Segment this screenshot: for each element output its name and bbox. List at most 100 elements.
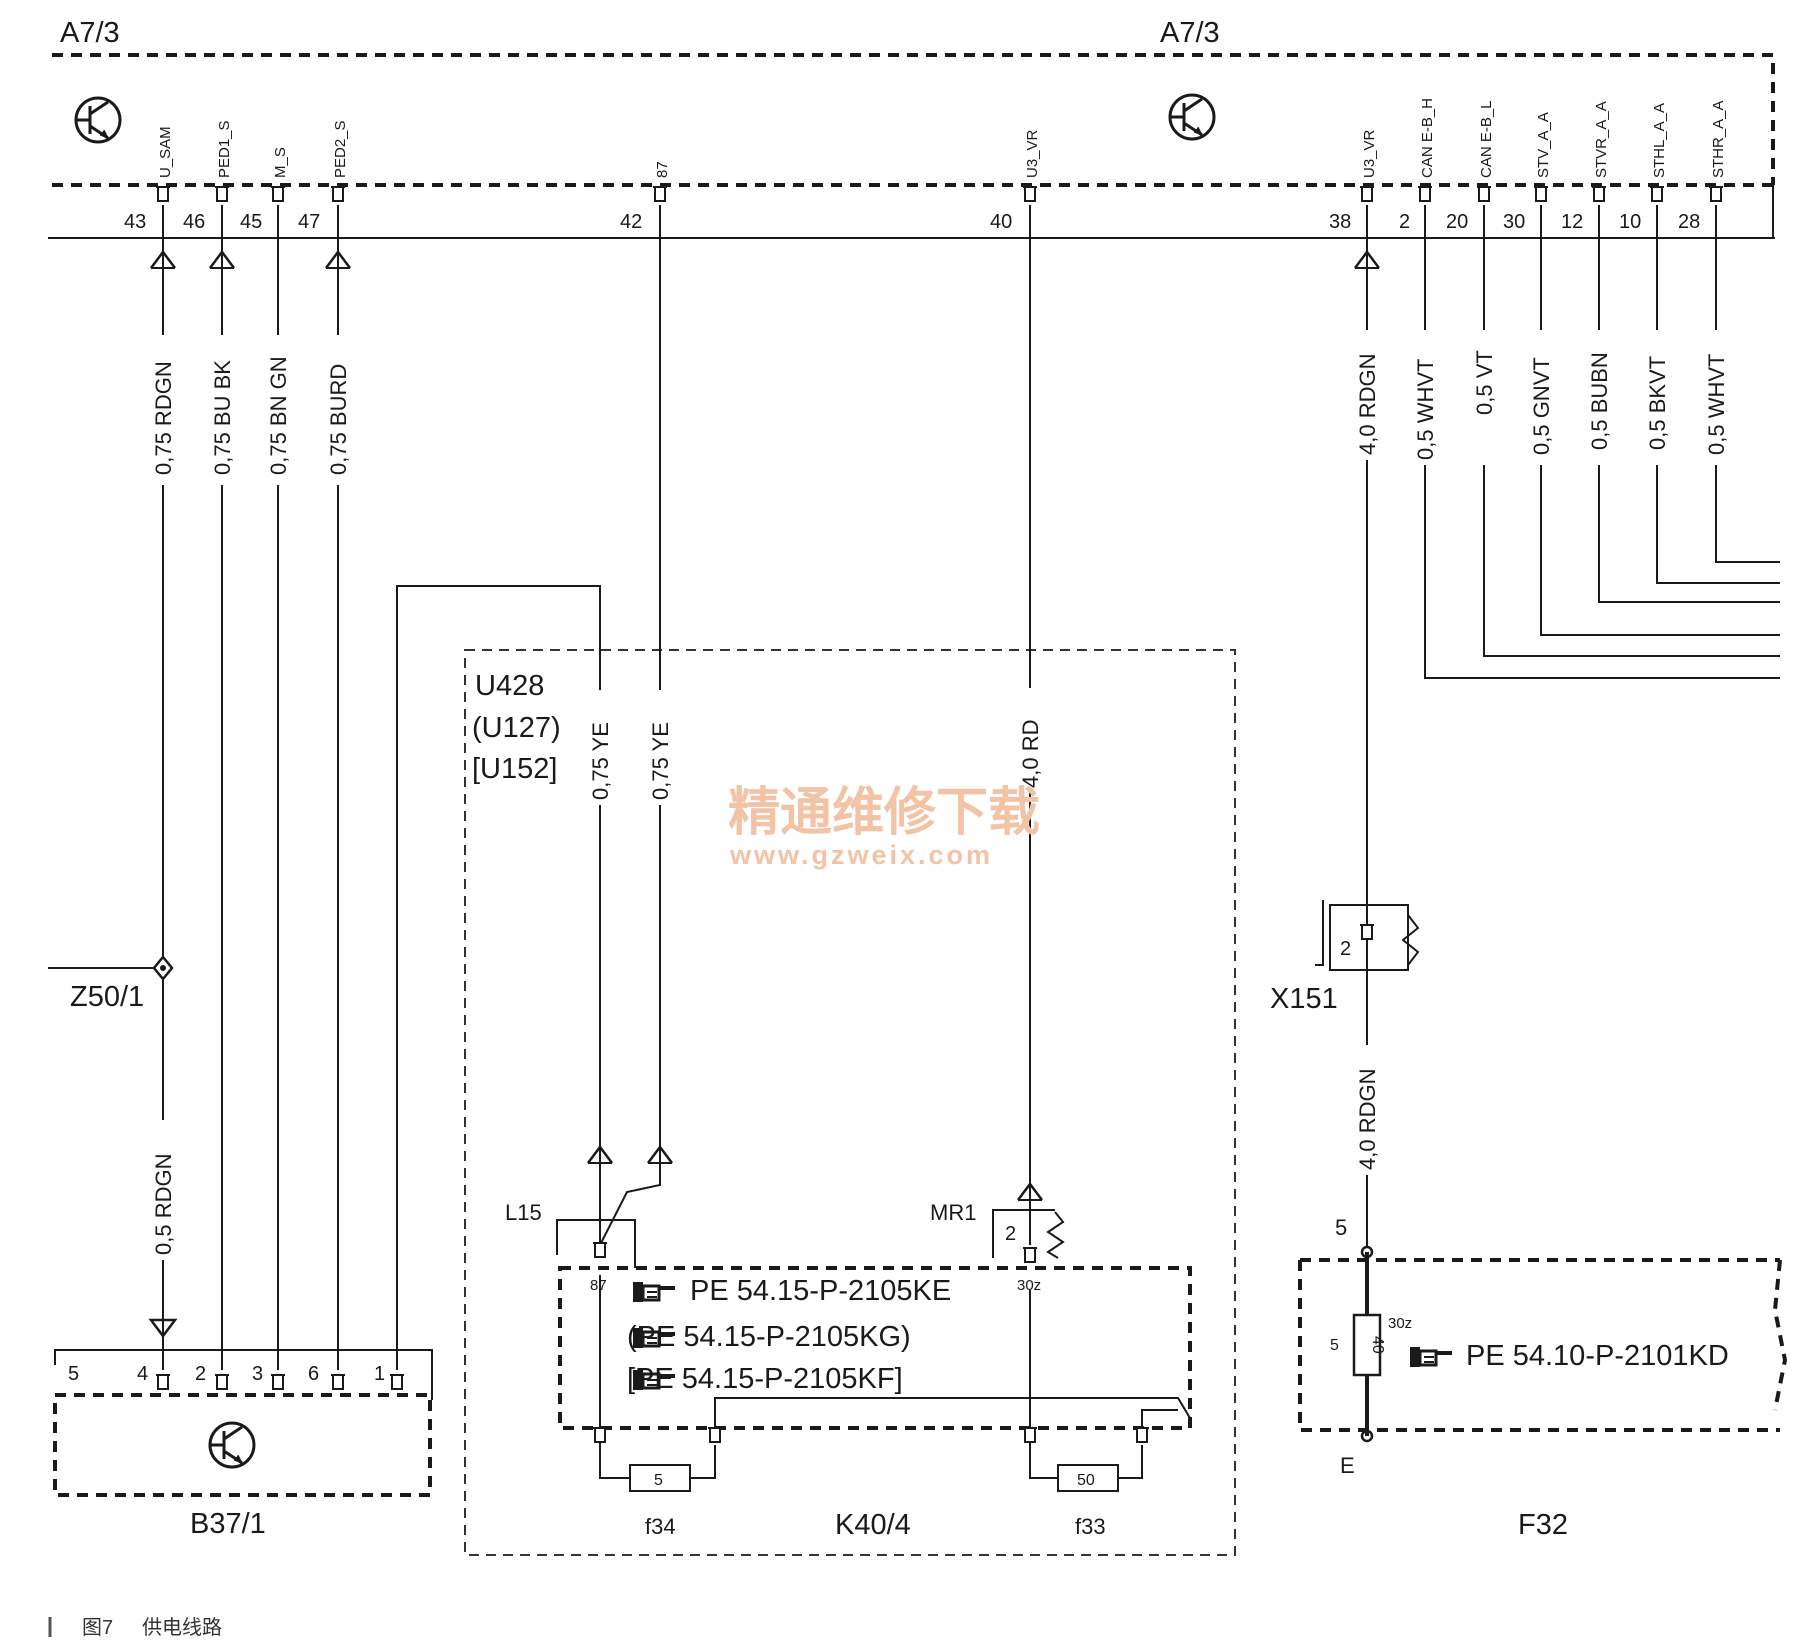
b37-transistor-icon	[208, 1421, 256, 1469]
ecu-pin-12: STHL_A_A 10	[1619, 103, 1668, 233]
hand-pointer-icon	[631, 1280, 677, 1304]
arrow-terminal	[149, 1318, 177, 1338]
l15-label: L15	[505, 1200, 542, 1225]
ecu-transistor-icon-left	[74, 96, 122, 144]
ecu-pin-number: 45	[240, 211, 262, 233]
wire-label: 0,5 WHVT	[1413, 359, 1438, 460]
b37-pin: 4	[137, 1363, 148, 1385]
wire-label: 4,0 RD	[1018, 720, 1043, 788]
arrow-terminal	[149, 250, 177, 270]
u428-line: [U152]	[472, 753, 557, 785]
u428-wires: 0,75 YE 0,75 YE 4,0 RD	[586, 205, 1045, 1246]
ecu-a7-3: A7/3 A7/3	[48, 17, 1775, 239]
ecu-pin-7: U3_VR 38	[1329, 129, 1378, 233]
wire-label: 0,5 VT	[1472, 350, 1497, 415]
fuse-f34-value: 5	[654, 1472, 663, 1489]
b37-label: B37/1	[190, 1508, 266, 1540]
ecu-pin-number: 38	[1329, 211, 1351, 233]
b37-pin: 6	[308, 1363, 319, 1385]
ecu-pin-signal: PED1_S	[216, 120, 233, 178]
module-u428: U428 (U127) [U152]	[464, 649, 1236, 1556]
ecu-pins: U_SAM 43 PED1_S 46 M_S 45 PED2_S 47 87 4…	[124, 98, 1727, 233]
relay-ref: PE 54.15-P-2105KE	[690, 1275, 951, 1307]
arrow-terminal	[646, 1145, 674, 1165]
f32-rating: 40	[1369, 1336, 1386, 1354]
f32-ref: PE 54.10-P-2101KD	[1466, 1340, 1729, 1372]
ecu-pin-signal: U3_VR	[1024, 129, 1041, 178]
left-wires: 0,75 RDGN 0,75 BU BK 0,75 BN GN 0,75 BUR…	[48, 205, 601, 1370]
wire-label: 0,5 BKVT	[1645, 356, 1670, 450]
wire-label: 0,5 GNVT	[1529, 357, 1554, 455]
wire-label: 0,75 BU BK	[210, 360, 235, 475]
arrow-terminal	[208, 250, 236, 270]
x151-label: X151	[1270, 983, 1338, 1015]
ecu-pin-signal: STHR_A_A	[1710, 100, 1727, 178]
wire-label: 0,75 RDGN	[151, 361, 176, 475]
connector-x151: 2 X151 4,0 RDGN	[1270, 900, 1420, 1175]
wire-label: 0,75 BURD	[326, 364, 351, 475]
u428-line: (U127)	[472, 712, 561, 744]
b37-pin: 3	[252, 1363, 263, 1385]
ecu-label-left: A7/3	[60, 17, 120, 49]
wire-label: 0,75 BN GN	[266, 356, 291, 475]
u428-line: U428	[475, 670, 544, 702]
arrow-terminal	[1353, 250, 1381, 270]
relay-ref: [PE 54.15-P-2105KF]	[627, 1363, 903, 1395]
ecu-pin-number: 20	[1446, 211, 1468, 233]
ecu-pin-9: CAN E-B_L 20	[1446, 100, 1495, 233]
ecu-pin-number: 47	[298, 211, 320, 233]
wire-label: 0,5 BUBN	[1587, 352, 1612, 450]
fuse-f34-label: f34	[645, 1514, 676, 1539]
f32-pin30z: 30z	[1388, 1315, 1412, 1332]
ecu-pin-signal: CAN E-B_H	[1419, 98, 1436, 178]
ecu-pin-number: 42	[620, 211, 642, 233]
ecu-pin-10: STV_A_A 30	[1503, 112, 1552, 233]
ecu-pin-number: 12	[1561, 211, 1583, 233]
ecu-pin-11: STVR_A_A 12	[1561, 101, 1610, 233]
b37-pin: 1	[374, 1363, 385, 1385]
fuse-f32-icon	[1352, 1313, 1382, 1377]
f32-pin-top: 5	[1335, 1215, 1347, 1240]
caption-title: 供电线路	[142, 1616, 222, 1639]
k40-label: K40/4	[835, 1509, 911, 1541]
x151-pin: 2	[1340, 938, 1351, 960]
ecu-pin-5: 87 42	[620, 161, 671, 233]
fuse-f33-value: 50	[1077, 1472, 1095, 1489]
ecu-pin-2: PED1_S 46	[183, 120, 233, 233]
f32-side-pin: 5	[1330, 1337, 1339, 1354]
ecu-pin-8: CAN E-B_H 2	[1399, 98, 1436, 233]
ecu-label-right: A7/3	[1160, 17, 1220, 49]
fuse-f33-icon	[1057, 1464, 1119, 1492]
ecu-pin-number: 40	[990, 211, 1012, 233]
ecu-transistor-icon-right	[1168, 93, 1216, 141]
fuse-f33-label: f33	[1075, 1514, 1106, 1539]
watermark: 精通维修下载 www.gzweix.com	[728, 784, 1040, 870]
ecu-pin-signal: STVR_A_A	[1593, 101, 1610, 178]
ecu-pin-signal: PED2_S	[332, 120, 349, 178]
figure-caption: 图7 供电线路	[48, 1616, 222, 1639]
ecu-pin-number: 2	[1399, 211, 1410, 233]
wire-label: 0,75 YE	[588, 722, 613, 800]
ecu-pin-number: 46	[183, 211, 205, 233]
arrow-terminal	[586, 1145, 614, 1165]
ecu-pin-number: 10	[1619, 211, 1641, 233]
ecu-pin-signal: CAN E-B_L	[1478, 100, 1495, 178]
ecu-pin-signal: STHL_A_A	[1651, 103, 1668, 178]
b37-pin: 2	[195, 1363, 206, 1385]
ecu-pin-signal: U3_VR	[1361, 129, 1378, 178]
ecu-pin-signal: 87	[654, 161, 671, 178]
ecu-pin-signal: STV_A_A	[1535, 112, 1552, 178]
f32-pin-bottom: E	[1340, 1453, 1355, 1478]
ecu-pin-1: U_SAM 43	[124, 126, 174, 233]
relay-pin87: 87	[590, 1277, 607, 1294]
wire-label: 0,5 WHVT	[1704, 354, 1729, 455]
wire-label: 4,0 RDGN	[1355, 1069, 1380, 1170]
ecu-pin-13: STHR_A_A 28	[1678, 100, 1727, 233]
wire-label: 0,5 RDGN	[151, 1154, 176, 1255]
b37-pin: 5	[68, 1363, 79, 1385]
caption-figure: 图7	[82, 1617, 113, 1639]
mr1-pin: 2	[1005, 1223, 1016, 1245]
mr1-label: MR1	[930, 1200, 976, 1225]
relay-ref: (PE 54.15-P-2105KG)	[627, 1321, 911, 1353]
